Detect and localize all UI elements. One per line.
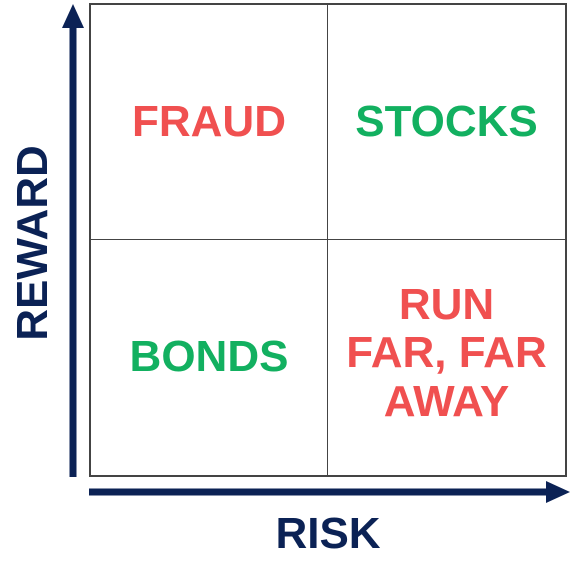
quadrant-top-right: STOCKS [328, 5, 565, 240]
quadrant-bottom-right: RUN FAR, FAR AWAY [328, 240, 565, 475]
quadrant-label-bonds: BONDS [129, 332, 289, 382]
quadrant-label-stocks: STOCKS [355, 96, 538, 146]
y-axis-arrow [62, 4, 84, 477]
quadrant-bottom-left: BONDS [91, 240, 328, 475]
x-axis-label: RISK [275, 509, 381, 558]
quadrant-grid: FRAUD STOCKS BONDS RUN FAR, FAR AWAY [89, 3, 567, 477]
x-axis-arrow [89, 481, 570, 503]
quadrant-label-run-away: RUN FAR, FAR AWAY [346, 279, 547, 426]
y-axis-label: REWARD [8, 145, 57, 341]
quadrant-label-fraud: FRAUD [132, 96, 286, 146]
quadrant-top-left: FRAUD [91, 5, 328, 240]
